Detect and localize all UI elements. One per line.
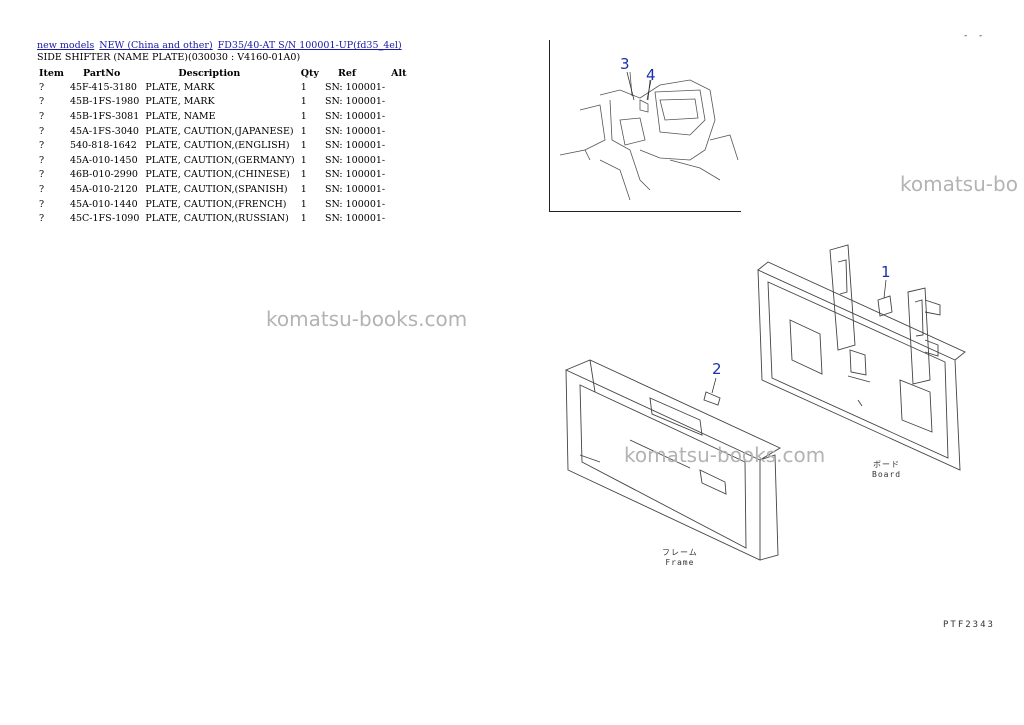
cell-item: ? — [39, 198, 45, 210]
table-row: ? 45A-010-1450 PLATE, CAUTION,(GERMANY) 1 SN… — [36, 153, 410, 168]
cell-ref: SN: 100001- — [324, 169, 386, 181]
cell-item: ? — [39, 183, 45, 195]
column-header-partno: PartNo — [82, 67, 121, 79]
cell-partno: 46B-010-2990 — [69, 169, 138, 181]
cell-qty: 1 — [300, 81, 307, 93]
column-header-alt: Alt — [391, 67, 407, 79]
cell-ref: SN: 100001- — [324, 110, 386, 122]
cell-item: ? — [39, 140, 45, 152]
column-header-item: Item — [39, 67, 64, 79]
column-header-description: Description — [178, 67, 241, 79]
breadcrumb-link-new-models[interactable]: new models — [37, 40, 95, 51]
cell-item: ? — [39, 154, 45, 166]
cell-item: ? — [39, 213, 45, 225]
cell-partno: 45B-1FS-1980 — [69, 96, 140, 108]
cell-partno: 45A-1FS-3040 — [69, 125, 139, 137]
table-row: ? 540-818-1642 PLATE, CAUTION,(ENGLISH) 1 SN… — [36, 138, 410, 153]
frame-caption: フレーム Frame — [662, 548, 698, 568]
page-mark: - - — [963, 31, 986, 41]
table-row: ? 45A-1FS-3040 PLATE, CAUTION,(JAPANESE) 1 S… — [36, 124, 410, 139]
cell-ref: SN: 100001- — [324, 140, 386, 152]
cell-ref: SN: 100001- — [324, 125, 386, 137]
cell-ref: SN: 100001- — [324, 154, 386, 166]
cell-item: ? — [39, 81, 45, 93]
board-drawing — [757, 244, 966, 471]
breadcrumb: new models NEW (China and other) FD35/40… — [37, 40, 404, 51]
board-caption-en: Board — [872, 470, 902, 479]
table-row: ? 45F-415-3180 PLATE, MARK 1 SN: 100001- — [36, 80, 410, 95]
cell-partno: 45C-1FS-1090 — [69, 213, 140, 225]
cell-description: PLATE, CAUTION,(JAPANESE) — [145, 125, 294, 137]
cell-item: ? — [39, 169, 45, 181]
watermark-text-right: komatsu-bo — [900, 172, 1018, 196]
cell-partno: 45B-1FS-3081 — [69, 110, 140, 122]
watermark-text: komatsu-books.com — [266, 307, 468, 331]
frame-drawing — [565, 359, 781, 561]
cell-qty: 1 — [300, 183, 307, 195]
cell-description: PLATE, MARK — [145, 96, 215, 108]
table-row: ? 45B-1FS-3081 PLATE, NAME 1 SN: 100001- — [36, 109, 410, 124]
cell-partno: 45A-010-1450 — [69, 154, 138, 166]
cell-qty: 1 — [300, 154, 307, 166]
figure-reference: PTF2343 — [943, 620, 995, 630]
cell-item: ? — [39, 125, 45, 137]
cell-ref: SN: 100001- — [324, 96, 386, 108]
breadcrumb-link-china[interactable]: NEW (China and other) — [99, 40, 213, 51]
cell-ref: SN: 100001- — [324, 81, 386, 93]
cell-partno: 45A-010-2120 — [69, 183, 138, 195]
callout-4: 4 — [646, 66, 656, 84]
cell-qty: 1 — [300, 169, 307, 181]
cell-qty: 1 — [300, 140, 307, 152]
cell-description: PLATE, CAUTION,(GERMANY) — [145, 154, 295, 166]
frame-caption-en: Frame — [665, 558, 695, 567]
frame-caption-jp: フレーム — [662, 548, 698, 557]
cell-qty: 1 — [300, 198, 307, 210]
page-title: SIDE SHIFTER (NAME PLATE)(030030 : V4160… — [37, 52, 301, 63]
breadcrumb-link-model[interactable]: FD35/40-AT S/N 100001-UP(fd35_4el) — [217, 40, 402, 51]
column-header-qty: Qty — [300, 67, 319, 79]
cell-qty: 1 — [300, 125, 307, 137]
cell-partno: 45A-010-1440 — [69, 198, 138, 210]
cell-description: PLATE, CAUTION,(SPANISH) — [145, 183, 288, 195]
cell-item: ? — [39, 110, 45, 122]
cell-partno: 45F-415-3180 — [69, 81, 137, 93]
callout-1: 1 — [881, 263, 891, 281]
table-row: ? 45C-1FS-1090 PLATE, CAUTION,(RUSSIAN) 1 SN… — [36, 211, 410, 226]
cell-description: PLATE, CAUTION,(CHINESE) — [145, 169, 290, 181]
cell-description: PLATE, CAUTION,(RUSSIAN) — [145, 213, 289, 225]
cell-qty: 1 — [300, 213, 307, 225]
cell-ref: SN: 100001- — [324, 183, 386, 195]
watermark-text-diagram: komatsu-books.com — [624, 443, 826, 467]
table-header-row: Item PartNo Description Qty Ref Alt — [36, 66, 410, 80]
board-caption-jp: ボード — [873, 460, 901, 469]
cell-item: ? — [39, 96, 45, 108]
leader-lines — [626, 71, 887, 394]
table-row: ? 45A-010-1440 PLATE, CAUTION,(FRENCH) 1 SN:… — [36, 197, 410, 212]
callout-3: 3 — [620, 55, 630, 73]
board-caption: ボード Board — [872, 460, 901, 480]
cell-description: PLATE, CAUTION,(ENGLISH) — [145, 140, 290, 152]
table-row: ? 45B-1FS-1980 PLATE, MARK 1 SN: 100001- — [36, 95, 410, 110]
cell-qty: 1 — [300, 96, 307, 108]
cell-description: PLATE, CAUTION,(FRENCH) — [145, 198, 287, 210]
cell-description: PLATE, NAME — [145, 110, 216, 122]
inset-diagram — [549, 40, 741, 212]
column-header-ref: Ref — [337, 67, 356, 79]
cell-ref: SN: 100001- — [324, 198, 386, 210]
parts-table: Item PartNo Description Qty Ref Alt ? 45F… — [36, 66, 410, 226]
cell-partno: 540-818-1642 — [69, 140, 137, 152]
table-row: ? 45A-010-2120 PLATE, CAUTION,(SPANISH) 1 SN… — [36, 182, 410, 197]
cell-description: PLATE, MARK — [145, 81, 215, 93]
table-row: ? 46B-010-2990 PLATE, CAUTION,(CHINESE) 1 SN… — [36, 168, 410, 183]
cell-ref: SN: 100001- — [324, 213, 386, 225]
cell-qty: 1 — [300, 110, 307, 122]
callout-2: 2 — [712, 360, 722, 378]
